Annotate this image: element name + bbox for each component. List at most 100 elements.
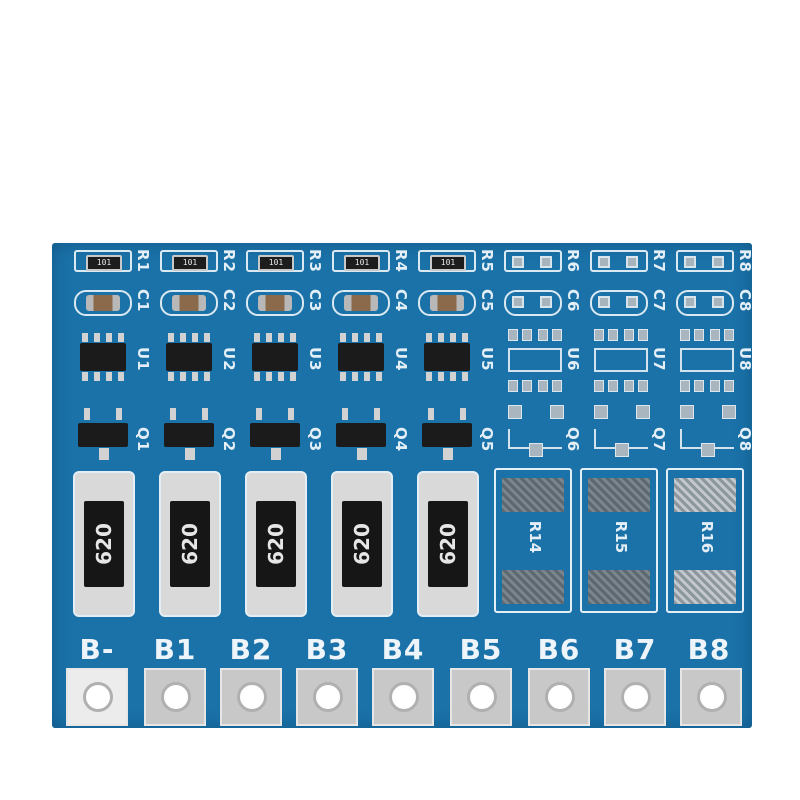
- terminal-label-b1: B1: [153, 633, 197, 666]
- label-c6: C6: [564, 289, 582, 313]
- terminal-label-b8: B8: [687, 633, 731, 666]
- label-c5: C5: [478, 289, 496, 313]
- capacitor-c3: [258, 295, 292, 311]
- power-resistor-3: 620: [245, 471, 307, 617]
- solder-pad-b2: [220, 668, 282, 726]
- channel-5: 101 R5 C5 U5 Q5 620: [400, 243, 496, 728]
- label-u1: U1: [134, 347, 152, 372]
- resistor-outline: [74, 250, 132, 272]
- label-r15: R15: [612, 520, 630, 554]
- power-resistor-marking: 620: [264, 523, 288, 565]
- shunt-footprint-r14: R14: [494, 468, 572, 613]
- channel-3: 101 R3 C3 U3 Q3 620: [228, 243, 324, 728]
- mosfet-q4: [336, 423, 386, 447]
- shunt-footprint-r16: R16: [666, 468, 744, 613]
- terminal-label-b7: B7: [613, 633, 657, 666]
- label-c7: C7: [650, 289, 668, 313]
- label-q2: Q2: [220, 427, 238, 453]
- ic-u1: [80, 343, 126, 371]
- label-r5: R5: [478, 249, 496, 273]
- label-r3: R3: [306, 249, 324, 273]
- label-u4: U4: [392, 347, 410, 372]
- label-q1: Q1: [134, 427, 152, 453]
- terminal-label-b5: B5: [459, 633, 503, 666]
- resistor-r5: 101: [430, 255, 466, 271]
- power-resistor-marking: 620: [92, 523, 116, 565]
- capacitor-c4: [344, 295, 378, 311]
- ic-footprint-u8: [680, 348, 734, 372]
- label-q6: Q6: [564, 427, 582, 453]
- power-resistor-5: 620: [417, 471, 479, 617]
- solder-pad-b1: [144, 668, 206, 726]
- ic-footprint-u7: [594, 348, 648, 372]
- solder-pad-b3: [296, 668, 358, 726]
- capacitor-outline: [74, 290, 132, 316]
- label-u6: U6: [564, 347, 582, 372]
- label-u2: U2: [220, 347, 238, 372]
- label-r4: R4: [392, 249, 410, 273]
- resistor-r1: 101: [86, 255, 122, 271]
- terminal-label-b4: B4: [381, 633, 425, 666]
- label-r7: R7: [650, 249, 668, 273]
- channel-6: R6 C6 U6 Q6 R14: [494, 243, 582, 728]
- label-u5: U5: [478, 347, 496, 372]
- solder-pad-b8: [680, 668, 742, 726]
- label-r8: R8: [736, 249, 752, 273]
- label-q8: Q8: [736, 427, 752, 453]
- label-q5: Q5: [478, 427, 496, 453]
- power-resistor-marking: 620: [436, 523, 460, 565]
- mosfet-q5: [422, 423, 472, 447]
- label-c3: C3: [306, 289, 324, 313]
- mosfet-q3: [250, 423, 300, 447]
- capacitor-c1: [86, 295, 120, 311]
- label-q4: Q4: [392, 427, 410, 453]
- solder-pad-b7: [604, 668, 666, 726]
- label-u8: U8: [736, 347, 752, 372]
- label-c4: C4: [392, 289, 410, 313]
- power-resistor-4: 620: [331, 471, 393, 617]
- ic-u5: [424, 343, 470, 371]
- label-r1: R1: [134, 249, 152, 273]
- capacitor-c5: [430, 295, 464, 311]
- mosfet-q2: [164, 423, 214, 447]
- power-resistor-1: 620: [73, 471, 135, 617]
- ic-u2: [166, 343, 212, 371]
- capacitor-c2: [172, 295, 206, 311]
- resistor-r2: 101: [172, 255, 208, 271]
- label-r6: R6: [564, 249, 582, 273]
- label-u3: U3: [306, 347, 324, 372]
- solder-pad-b4: [372, 668, 434, 726]
- ic-footprint-u6: [508, 348, 562, 372]
- ic-u3: [252, 343, 298, 371]
- resistor-r3: 101: [258, 255, 294, 271]
- solder-pad-b-: [66, 668, 128, 726]
- solder-pad-b5: [450, 668, 512, 726]
- label-c1: C1: [134, 289, 152, 313]
- label-r2: R2: [220, 249, 238, 273]
- terminal-label-b-: B-: [79, 633, 115, 666]
- channel-1: 101 R1 C1 U1 Q1 620: [56, 243, 152, 728]
- ic-u4: [338, 343, 384, 371]
- channel-8: R8 C8 U8 Q8 R16: [666, 243, 752, 728]
- power-resistor-marking: 620: [350, 523, 374, 565]
- power-resistor-2: 620: [159, 471, 221, 617]
- channel-7: R7 C7 U7 Q7 R15: [580, 243, 668, 728]
- solder-pad-b6: [528, 668, 590, 726]
- terminal-label-b3: B3: [305, 633, 349, 666]
- label-r16: R16: [698, 520, 716, 554]
- label-r14: R14: [526, 520, 544, 554]
- label-q7: Q7: [650, 427, 668, 453]
- pcb-board: 101 R1 C1 U1 Q1 620 101 R2 C2 U2 Q2 620: [52, 243, 752, 728]
- terminal-label-b2: B2: [229, 633, 273, 666]
- channel-2: 101 R2 C2 U2 Q2 620: [142, 243, 238, 728]
- label-c8: C8: [736, 289, 752, 313]
- label-c2: C2: [220, 289, 238, 313]
- label-q3: Q3: [306, 427, 324, 453]
- label-u7: U7: [650, 347, 668, 372]
- power-resistor-marking: 620: [178, 523, 202, 565]
- channel-4: 101 R4 C4 U4 Q4 620: [314, 243, 410, 728]
- mosfet-q1: [78, 423, 128, 447]
- shunt-footprint-r15: R15: [580, 468, 658, 613]
- terminal-label-b6: B6: [537, 633, 581, 666]
- resistor-r4: 101: [344, 255, 380, 271]
